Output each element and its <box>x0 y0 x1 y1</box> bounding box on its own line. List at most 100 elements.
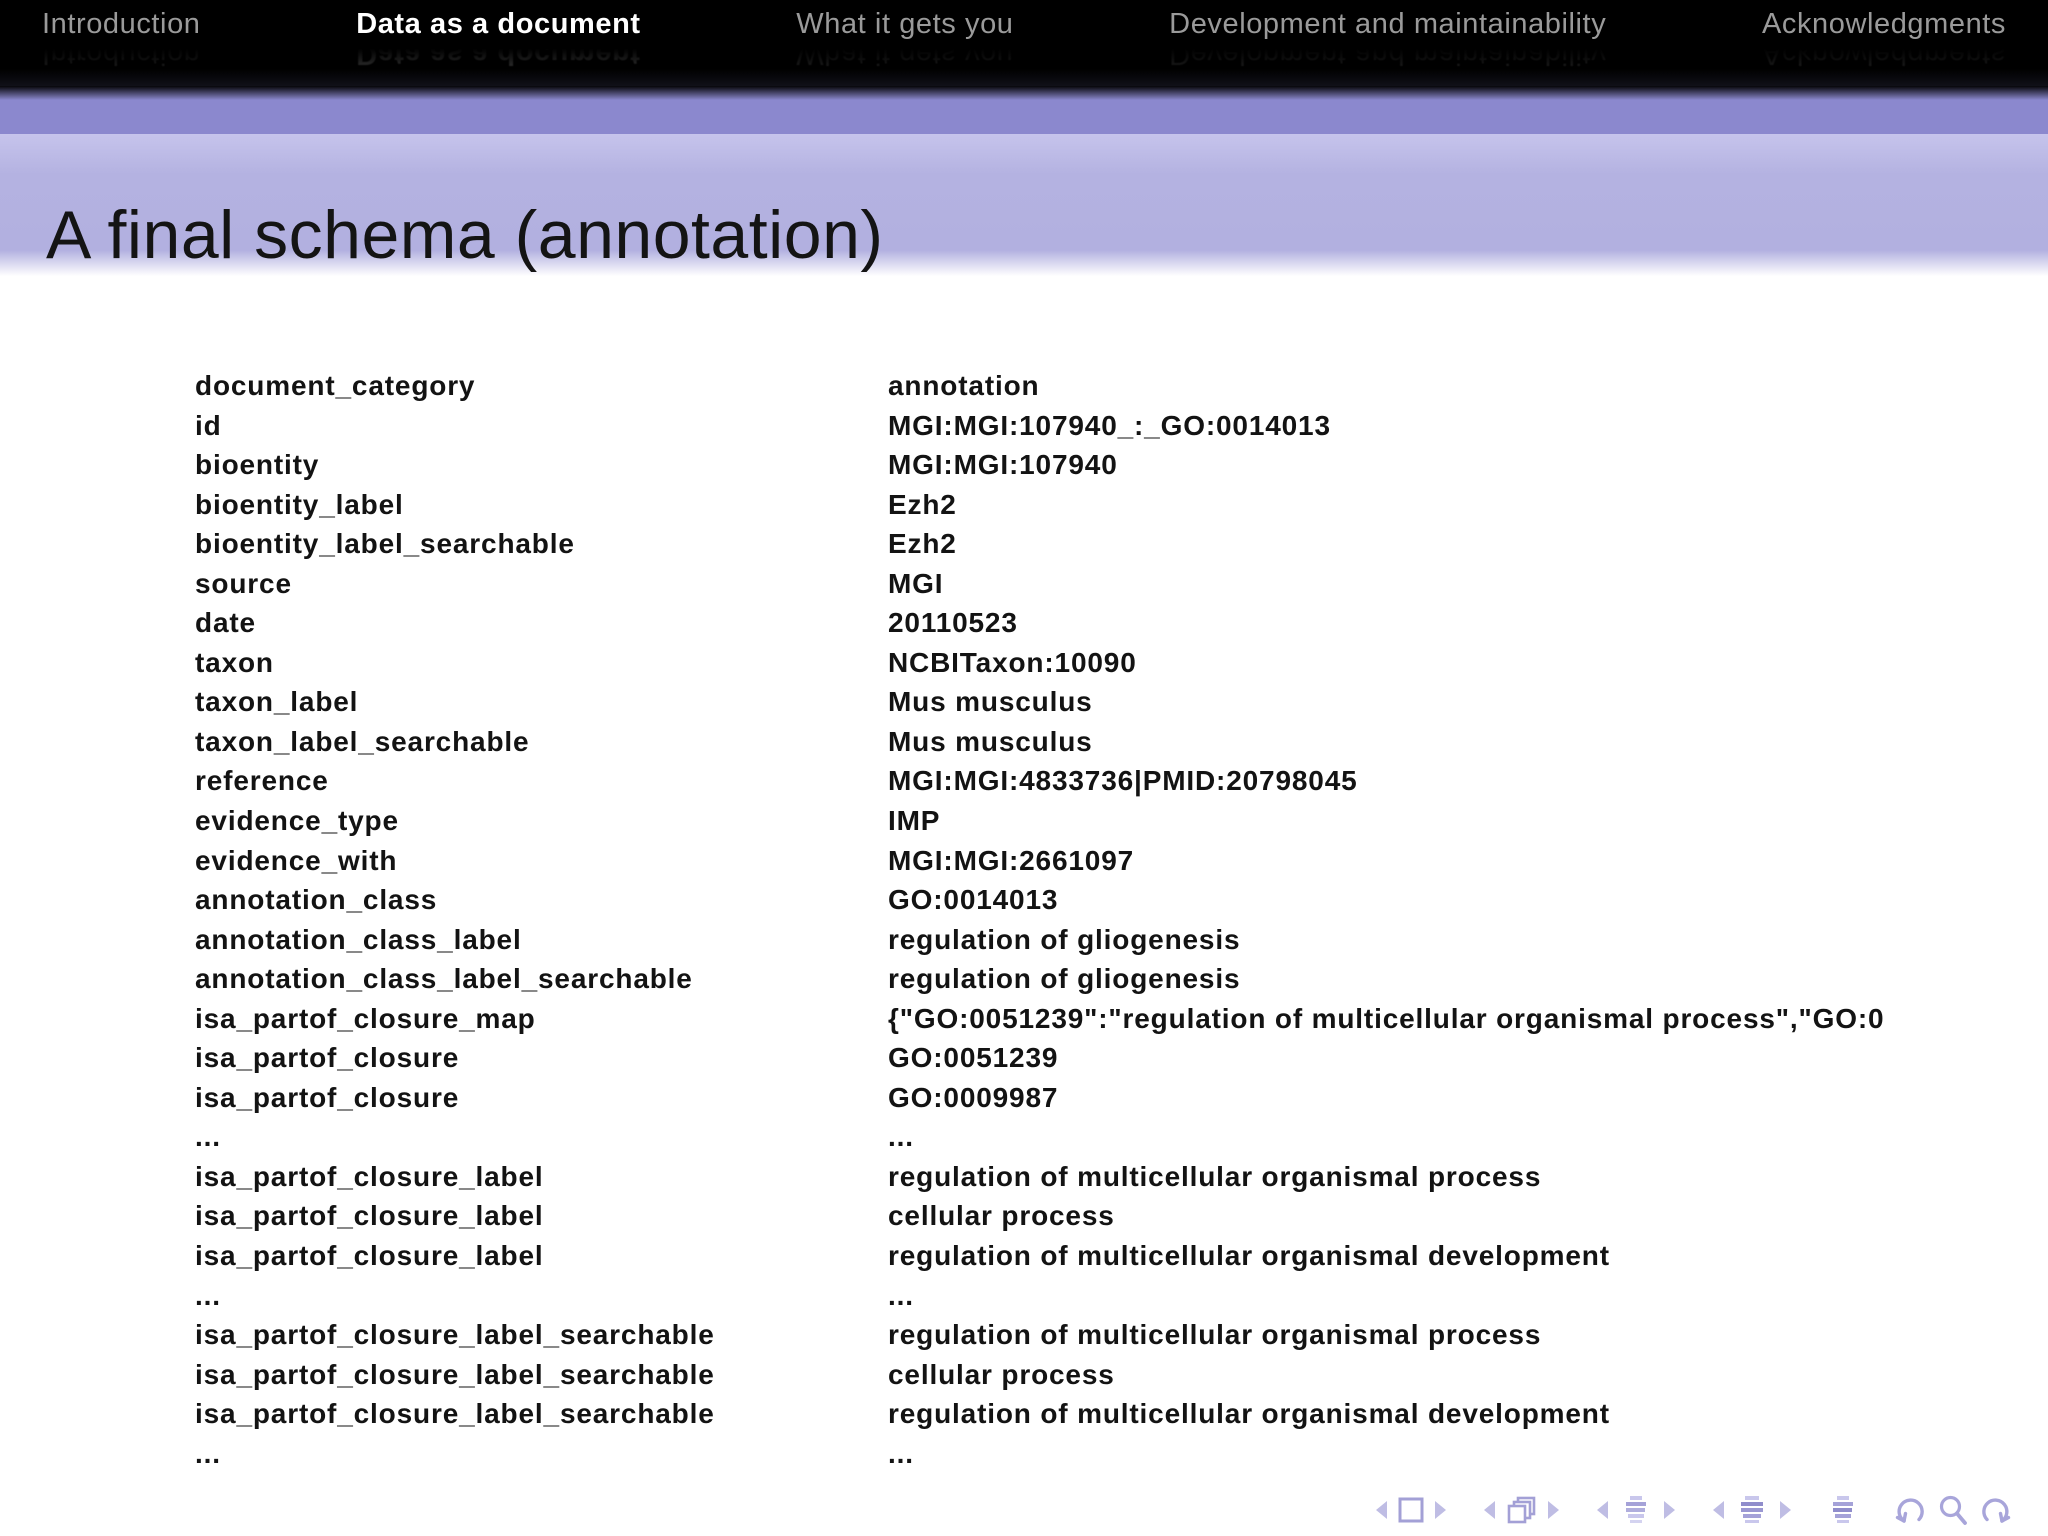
schema-row: date 20110523 <box>195 603 2048 643</box>
schema-field-name: isa_partof_closure_label <box>195 1200 544 1232</box>
subsection-outline-icon[interactable] <box>1735 1495 1769 1525</box>
schema-row: isa_partof_closure GO:0051239 <box>195 1038 2048 1078</box>
search-icon[interactable] <box>1938 1494 1968 1526</box>
next-slide-icon[interactable] <box>1434 1500 1447 1520</box>
nav-section-item[interactable]: Development and maintainability Developm… <box>1169 7 1606 71</box>
schema-field-name: reference <box>195 765 329 797</box>
schema-field-name: taxon_label_searchable <box>195 725 530 757</box>
schema-row: reference MGI:MGI:4833736|PMID:20798045 <box>195 761 2048 801</box>
slide-frame-icon[interactable] <box>1398 1497 1424 1523</box>
schema-field-value: regulation of multicellular organismal p… <box>888 1160 1542 1192</box>
schema-row: annotation_class_label regulation of gli… <box>195 920 2048 960</box>
schema-field-name: isa_partof_closure <box>195 1042 460 1074</box>
prev-subsection-icon[interactable] <box>1712 1500 1725 1520</box>
schema-field-name: date <box>195 607 256 639</box>
schema-field-name: isa_partof_closure_label_searchable <box>195 1319 715 1351</box>
schema-field-value: ... <box>888 1121 914 1153</box>
nav-section-label: Acknowledgments <box>1761 8 2006 40</box>
nav-section-item[interactable]: Data as a document Data as a document <box>356 7 640 71</box>
top-navigation: Introduction Introduction Data as a docu… <box>0 0 2048 86</box>
schema-row: taxon_label_searchable Mus musculus <box>195 722 2048 762</box>
header-gradient <box>0 86 2048 100</box>
nav-section-reflection: Acknowledgments <box>1761 41 2006 70</box>
schema-field-value: MGI:MGI:2661097 <box>888 844 1135 876</box>
overlay-frames-icon[interactable] <box>1506 1496 1537 1525</box>
nav-section-item[interactable]: Introduction Introduction <box>42 7 201 71</box>
schema-field-name: isa_partof_closure <box>195 1081 460 1113</box>
schema-row: isa_partof_closure_label regulation of m… <box>195 1236 2048 1276</box>
schema-field-value: cellular process <box>888 1358 1115 1390</box>
forward-icon[interactable] <box>1978 1494 2012 1526</box>
schema-field-name: isa_partof_closure_map <box>195 1002 536 1034</box>
slide-nav-group <box>1375 1497 1447 1523</box>
schema-field-name: isa_partof_closure_label_searchable <box>195 1398 715 1430</box>
schema-row: isa_partof_closure GO:0009987 <box>195 1078 2048 1118</box>
presentation-outline-icon[interactable] <box>1828 1495 1858 1525</box>
outline-group <box>1828 1495 1858 1525</box>
nav-section-reflection: What it gets you <box>796 41 1014 70</box>
schema-field-value: MGI:MGI:107940_:_GO:0014013 <box>888 409 1331 441</box>
schema-field-name: taxon_label <box>195 686 359 718</box>
schema-field-name: isa_partof_closure_label <box>195 1240 544 1272</box>
schema-field-value: MGI:MGI:107940 <box>888 449 1118 481</box>
overlay-nav-group <box>1483 1496 1560 1525</box>
schema-field-value: MGI <box>888 567 944 599</box>
schema-field-name: ... <box>195 1121 221 1153</box>
schema-field-name: source <box>195 567 292 599</box>
schema-row: evidence_with MGI:MGI:2661097 <box>195 841 2048 881</box>
schema-field-value: annotation <box>888 370 1040 401</box>
next-section-icon[interactable] <box>1663 1500 1676 1520</box>
schema-field-name: isa_partof_closure_label_searchable <box>195 1358 715 1390</box>
nav-section-item[interactable]: What it gets you What it gets you <box>796 7 1013 71</box>
schema-row: annotation_class_label_searchable regula… <box>195 959 2048 999</box>
nav-section-item[interactable]: Acknowledgments Acknowledgments <box>1762 7 2006 71</box>
history-search-group <box>1894 1494 2012 1526</box>
nav-section-label: Data as a document <box>356 8 641 40</box>
schema-field-value: GO:0014013 <box>888 884 1059 916</box>
schema-row: ... ... <box>195 1434 2048 1474</box>
schema-row: isa_partof_closure_label_searchable cell… <box>195 1355 2048 1395</box>
schema-row: source MGI <box>195 564 2048 604</box>
schema-field-value: {"GO:0051239":"regulation of multicellul… <box>888 1002 1885 1034</box>
title-band <box>0 134 2048 250</box>
schema-row: ... ... <box>195 1117 2048 1157</box>
schema-row: isa_partof_closure_map {"GO:0051239":"re… <box>195 999 2048 1039</box>
back-icon[interactable] <box>1894 1494 1928 1526</box>
next-overlay-icon[interactable] <box>1547 1500 1560 1520</box>
title-band-shadow <box>0 250 2048 276</box>
prev-overlay-icon[interactable] <box>1483 1500 1496 1520</box>
schema-field-value: Mus musculus <box>888 725 1093 757</box>
schema-field-value: Ezh2 <box>888 488 957 520</box>
schema-row: ... ... <box>195 1276 2048 1316</box>
schema-row: id MGI:MGI:107940_:_GO:0014013 <box>195 406 2048 446</box>
schema-field-value: regulation of gliogenesis <box>888 963 1241 995</box>
schema-row: document_category annotation <box>195 366 2048 406</box>
section-outline-icon[interactable] <box>1619 1495 1653 1525</box>
prev-section-icon[interactable] <box>1596 1500 1609 1520</box>
schema-field-value: GO:0009987 <box>888 1081 1059 1113</box>
schema-field-name: taxon <box>195 646 274 678</box>
navigation-symbols <box>1375 1494 2012 1526</box>
title-band-dark <box>0 100 2048 134</box>
next-subsection-icon[interactable] <box>1779 1500 1792 1520</box>
schema-row: isa_partof_closure_label_searchable regu… <box>195 1315 2048 1355</box>
schema-field-value: IMP <box>888 805 941 837</box>
nav-section-reflection: Development and maintainability <box>1169 41 1607 70</box>
section-nav-group <box>1596 1495 1676 1525</box>
schema-field-value: regulation of multicellular organismal d… <box>888 1398 1610 1430</box>
schema-row: bioentity MGI:MGI:107940 <box>195 445 2048 485</box>
schema-table: document_category annotation id MGI:MGI:… <box>195 366 2048 1473</box>
schema-field-name: bioentity <box>195 449 320 481</box>
schema-field-value: GO:0051239 <box>888 1042 1059 1074</box>
schema-field-name: bioentity_label_searchable <box>195 528 575 560</box>
subsection-nav-group <box>1712 1495 1792 1525</box>
nav-section-label: What it gets you <box>796 8 1014 40</box>
prev-slide-icon[interactable] <box>1375 1500 1388 1520</box>
schema-field-name: bioentity_label <box>195 488 404 520</box>
schema-field-value: ... <box>888 1279 914 1311</box>
schema-field-value: Ezh2 <box>888 528 957 560</box>
schema-row: isa_partof_closure_label regulation of m… <box>195 1157 2048 1197</box>
schema-field-value: cellular process <box>888 1200 1115 1232</box>
schema-field-name: annotation_class_label_searchable <box>195 963 693 995</box>
schema-field-name: ... <box>195 1437 221 1469</box>
